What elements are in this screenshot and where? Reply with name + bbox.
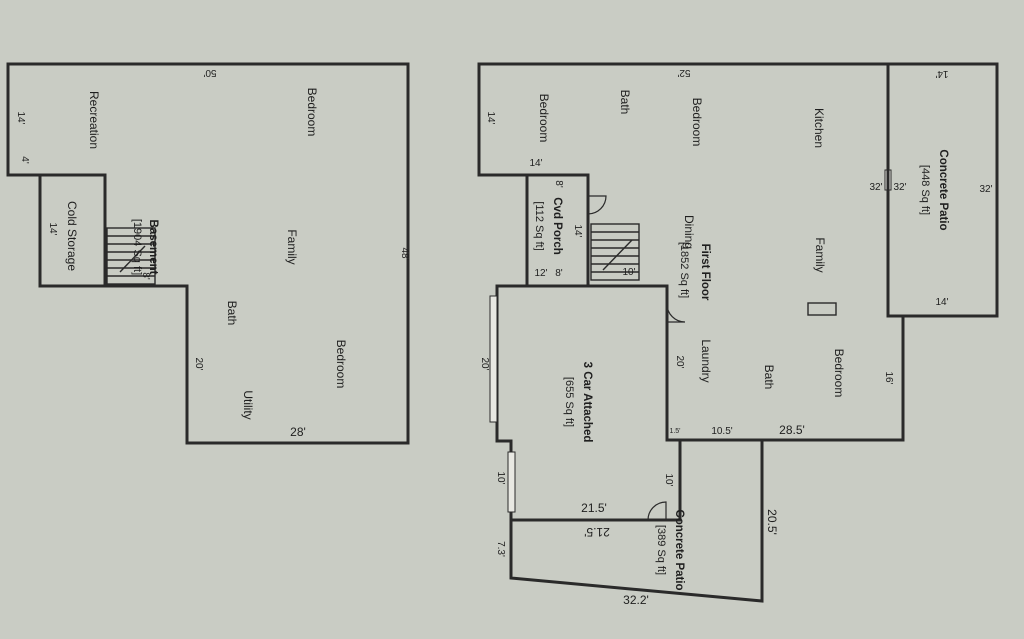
porch-dim-bottom-a: 12' [534,268,547,279]
ff-bedroom-mid-label: Bedroom [690,98,704,147]
ff-dining-label: Dining [682,215,696,249]
garage-dim-left-lower: 10' [495,471,506,484]
ff-laundry-label: Laundry [699,339,713,382]
ff-dim-bottom-a: 10.5' [711,426,732,437]
basement-family-label: Family [285,229,299,264]
ff-bedroom-bottom-label: Bedroom [832,349,846,398]
basement-dim-inner-left: 20' [193,357,204,370]
basement-bath-label: Bath [225,301,239,326]
garage-area: [655 Sq ft] [563,377,575,427]
basement-dim-cold-storage: 14' [47,222,58,235]
concrete-patio-bottom: Concrete Patio [389 Sq ft] 21.5' 7.3' 20… [495,438,779,607]
first-floor-plan: Bedroom Bath Bedroom Kitchen Dining Fami… [477,62,905,442]
patio-bottom-title: Concrete Patio [673,509,685,590]
basement-bedroom-bottom-label: Bedroom [334,340,348,389]
porch-dim-top: 8' [553,180,564,188]
patio-top-dim-left-b: 32' [893,182,906,193]
basement-dim-bottom: 28' [290,425,306,439]
garage-title: 3 Car Attached [581,362,593,443]
ff-dim-left-inner: 20' [674,355,685,368]
ff-dim-stair: 10' [622,267,635,278]
basement-dim-stair: 8' [140,272,151,280]
ff-dim-right: 16' [883,371,894,384]
patio-bottom-outline [509,438,764,603]
basement-dim-left-top: 14' [15,111,26,124]
porch-title: Cvd Porch [551,197,563,255]
first-floor-stairs [590,223,640,281]
ff-kitchen-label: Kitchen [812,108,826,148]
patio-bottom-dim-bottom: 32.2' [623,593,649,607]
cold-storage-room [38,173,107,288]
basement-plan: Recreation Bedroom Cold Storage Family B… [6,62,410,445]
patio-top-dim-bottom: 14' [935,297,948,308]
porch-door [587,195,607,215]
porch-area: [112 Sq ft] [533,201,545,250]
patio-bottom-dim-left: 7.3' [495,541,506,557]
garage-dim-left: 20' [479,357,490,370]
garage-dim-bottom: 21.5' [581,501,607,515]
basement-stairs [106,227,156,285]
patio-top-title: Concrete Patio [937,149,949,230]
basement-dim-left-notch: 4' [19,156,30,164]
ff-bath-bottom-label: Bath [762,365,776,390]
garage-door-1 [489,295,498,423]
basement-area: [1904 Sq ft] [131,219,143,275]
patio-top-dim-right: 32' [979,184,992,195]
garage-dim-right: 10' [663,473,674,486]
ff-family-label: Family [813,237,827,272]
ff-bath-top-label: Bath [618,90,632,115]
patio-bottom-area: [389 Sq ft] [655,525,667,575]
patio-top-dim-top: 14' [935,68,948,79]
ff-dim-porch-in: 14' [572,224,583,237]
patio-bottom-dim-right: 20.5' [765,509,779,535]
ff-dim-notch: 14' [529,158,542,169]
ff-dim-top: 52' [677,67,690,78]
basement-title: Basement [147,220,159,275]
basement-dim-right: 48' [399,247,410,260]
ff-dim-bottom-b: 28.5' [779,423,805,437]
porch-dim-bottom-b: 8' [555,268,563,279]
ff-dim-left: 14' [485,111,496,124]
concrete-patio-top: Concrete Patio [448 Sq ft] 14' 32' 32' 3… [869,62,999,318]
basement-dim-top: 50' [203,67,216,78]
patio-bottom-dim-top: 21.5' [584,525,610,539]
garage-door-2 [507,451,516,513]
cold-storage-label: Cold Storage [65,201,79,271]
ff-bedroom-left-label: Bedroom [537,94,551,143]
kitchen-island [807,302,837,316]
patio-top-area: [448 Sq ft] [919,165,931,215]
ff-dim-corner: 1.5' [669,428,680,435]
basement-bedroom-top-label: Bedroom [305,88,319,137]
covered-porch: Cvd Porch [112 Sq ft] 8' 12' 8' [533,180,564,279]
first-floor-area: [1852 Sq ft] [678,242,690,298]
garage-entry-door [666,303,686,323]
garage-patio-door [647,501,667,521]
garage: 3 Car Attached [655 Sq ft] 20' 10' 10' 2… [479,284,682,522]
basement-recreation-label: Recreation [87,91,101,149]
patio-top-outline [886,62,999,318]
basement-utility-label: Utility [241,390,255,419]
first-floor-title: First Floor [699,244,711,301]
patio-top-dim-left-a: 32' [869,182,882,193]
